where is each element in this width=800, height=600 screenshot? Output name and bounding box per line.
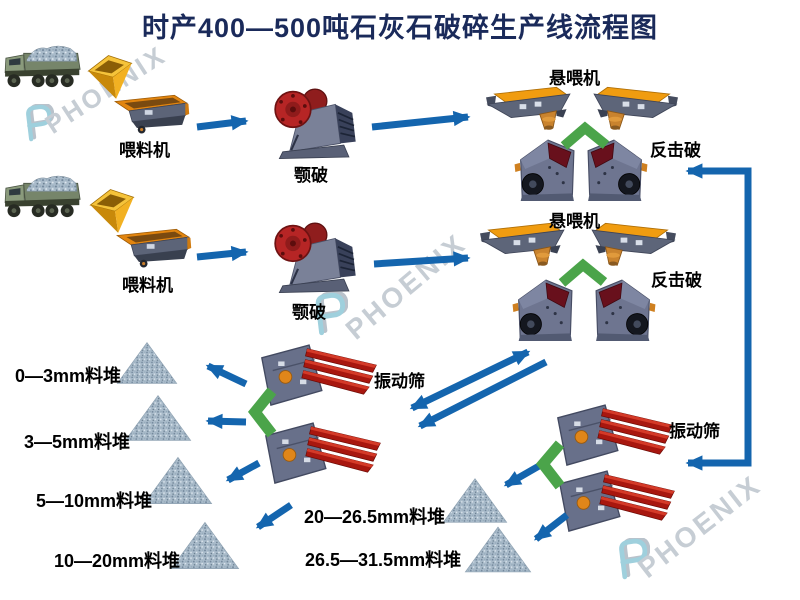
arrow-crusher2-to-screen (417, 358, 548, 430)
arrow-to-pile-0-3 (205, 362, 248, 388)
page-title: 时产400—500吨石灰石破碎生产线流程图 (141, 13, 659, 43)
label-jaw-crusher-1: 颚破 (294, 166, 328, 185)
label-vibrating-screen-mid: 振动筛 (374, 372, 425, 391)
arrow-jaw2-to-line2 (373, 251, 471, 268)
arrow-feeder2-to-jaw2 (196, 245, 249, 262)
arrow-to-pile-10-20 (255, 502, 293, 530)
green-arrow-screens-right (535, 440, 565, 490)
arrow-crusher2-screen-circuit (409, 348, 531, 412)
label-impact-crusher-1: 反击破 (650, 141, 701, 160)
label-stockpile-3-5mm: 3—5mm料堆 (24, 432, 131, 452)
arrow-to-pile-26-31 (533, 512, 570, 542)
label-stockpile-0-3mm: 0—3mm料堆 (15, 366, 122, 386)
label-vibrating-screen-right: 振动筛 (669, 422, 720, 441)
arrow-jaw1-to-line1 (371, 110, 471, 131)
green-arrow-feeders1-merge (560, 121, 610, 150)
label-stockpile-10-20mm: 10—20mm料堆 (54, 551, 181, 571)
arrow-return-right-edge (685, 163, 752, 471)
label-stockpile-5-10mm: 5—10mm料堆 (36, 491, 153, 511)
label-stockpile-26.5-31.5mm: 26.5—31.5mm料堆 (305, 550, 462, 570)
label-suspension-feeder-2: 悬喂机 (549, 212, 600, 231)
label-suspension-feeder-1: 悬喂机 (549, 69, 600, 88)
green-arrow-screens-mid (247, 387, 277, 438)
label-impact-crusher-2: 反击破 (651, 271, 702, 290)
label-feeder-1: 喂料机 (119, 141, 170, 160)
arrow-feeder1-to-jaw1 (196, 115, 249, 131)
arrow-to-pile-5-10 (225, 459, 261, 484)
arrow-to-pile-3-5 (205, 413, 247, 430)
label-stockpile-20-26.5mm: 20—26.5mm料堆 (304, 507, 446, 527)
label-feeder-2: 喂料机 (122, 276, 173, 295)
arrow-to-pile-20-26 (503, 462, 541, 489)
label-jaw-crusher-2: 颚破 (292, 303, 326, 322)
green-arrow-feeders2-merge (558, 258, 608, 287)
